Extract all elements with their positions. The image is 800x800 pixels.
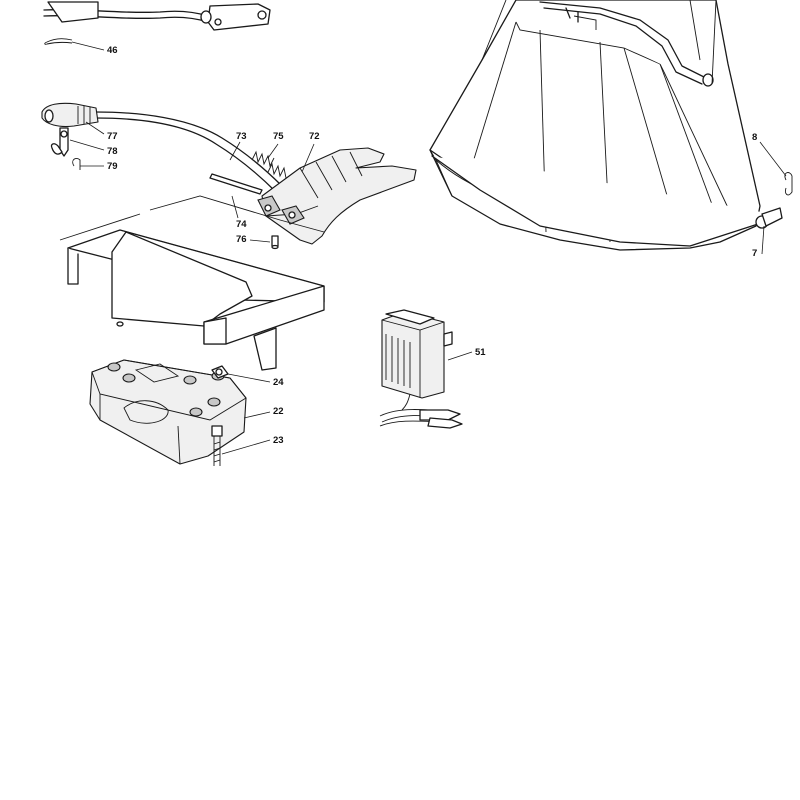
mower-frame: [59, 195, 325, 371]
callout-23: 23: [273, 435, 284, 446]
leader-46: [71, 41, 105, 51]
leader-51: [447, 351, 473, 361]
bolt-24: [211, 365, 229, 379]
callout-72: 72: [309, 131, 320, 142]
battery-charger-51: [379, 309, 463, 429]
callout-77: 77: [107, 131, 118, 142]
callout-74: 74: [236, 219, 247, 230]
leader-78: [69, 139, 105, 151]
callout-51: 51: [475, 347, 486, 358]
callout-7: 7: [752, 248, 757, 259]
catcher-bottom-rod: [429, 149, 783, 247]
callout-22: 22: [273, 406, 284, 417]
leader-77: [85, 121, 105, 135]
leader-8: [759, 141, 787, 177]
leader-73: [229, 141, 241, 161]
bolt-76: [271, 235, 279, 250]
counterweight-22: [89, 359, 247, 465]
split-pin-46: [44, 38, 73, 45]
leader-7: [761, 225, 765, 255]
counterweight-bolts: [107, 362, 225, 417]
leader-23: [221, 439, 271, 455]
callout-8: 8: [752, 132, 757, 143]
callout-24: 24: [273, 377, 284, 388]
leader-22: [243, 411, 271, 419]
lever-rod-bracket: [43, 1, 271, 31]
callout-46: 46: [107, 45, 118, 56]
leader-24: [227, 373, 271, 383]
callout-73: 73: [236, 131, 247, 142]
clevis-pin-78: [50, 127, 69, 157]
leader-74: [231, 195, 239, 219]
callout-75: 75: [273, 131, 284, 142]
pedal-72: [257, 147, 417, 245]
screw-23: [211, 425, 223, 466]
callout-78: 78: [107, 146, 118, 157]
leader-75: [267, 143, 279, 159]
lift-lever-77: [41, 102, 288, 196]
spring-75: [251, 150, 287, 179]
r-clip-79: [72, 157, 81, 170]
pin-74: [209, 173, 263, 195]
callout-76: 76: [236, 234, 247, 245]
callout-79: 79: [107, 161, 118, 172]
r-clip-8: [784, 172, 793, 196]
leader-76: [249, 239, 271, 243]
leader-72: [301, 143, 315, 173]
catcher-handle: [539, 0, 717, 87]
